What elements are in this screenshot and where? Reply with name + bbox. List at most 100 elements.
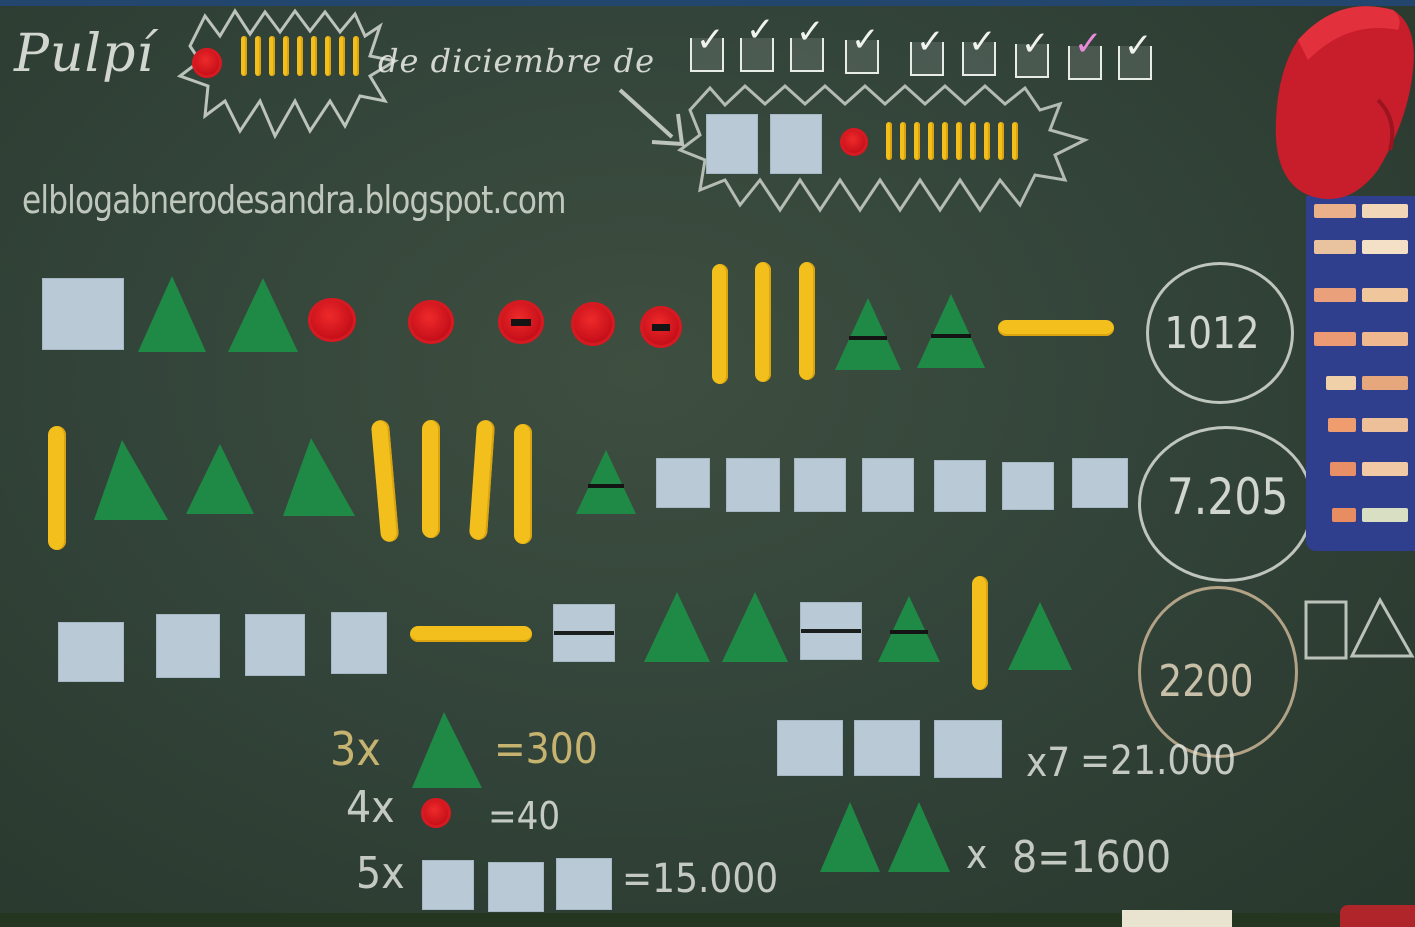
red-object bbox=[1340, 905, 1415, 927]
day-stick bbox=[297, 36, 303, 76]
checkmark-icon: ✓ bbox=[1021, 24, 1050, 64]
pocket-card bbox=[1362, 462, 1408, 476]
pocket-chart bbox=[1306, 196, 1415, 551]
thousand-square bbox=[1002, 462, 1054, 510]
pocket-card bbox=[1314, 332, 1356, 346]
hundred-triangle bbox=[94, 440, 168, 520]
unit-stick bbox=[972, 576, 988, 690]
hundred-triangle-minus bbox=[917, 294, 985, 368]
unit-stick bbox=[468, 419, 496, 541]
year-stick bbox=[956, 122, 962, 160]
unit-stick bbox=[370, 419, 400, 543]
eq4-square bbox=[777, 720, 843, 776]
unit-stick bbox=[799, 262, 815, 380]
unit-stick-minus bbox=[998, 320, 1114, 336]
checkmark-icon: ✓ bbox=[696, 20, 725, 60]
thousand-square bbox=[934, 460, 986, 512]
thousand-square-minus bbox=[800, 602, 862, 660]
day-stick bbox=[255, 36, 261, 76]
eq1-triangle bbox=[412, 712, 482, 788]
eq5-result: 8=1600 bbox=[1012, 832, 1172, 883]
pocket-card bbox=[1362, 418, 1408, 432]
pocket-card bbox=[1330, 462, 1356, 476]
hundred-triangle bbox=[138, 276, 206, 352]
thousand-square bbox=[726, 458, 780, 512]
year-stick bbox=[970, 122, 976, 160]
answer-3: 2200 bbox=[1158, 656, 1254, 707]
unit-stick bbox=[712, 264, 728, 384]
hundred-triangle bbox=[228, 278, 298, 352]
checkmark-icon: ✓ bbox=[796, 12, 825, 52]
unit-stick bbox=[48, 426, 66, 550]
date-text: de diciembre de bbox=[378, 42, 656, 80]
year-stick bbox=[900, 122, 906, 160]
pocket-card bbox=[1332, 508, 1356, 522]
pocket-card bbox=[1314, 288, 1356, 302]
day-stick bbox=[325, 36, 331, 76]
eq2-multiplier: 4x bbox=[346, 782, 395, 833]
unit-stick bbox=[755, 262, 771, 382]
year-stick bbox=[998, 122, 1004, 160]
thousand-square bbox=[331, 612, 387, 674]
thousand-square bbox=[794, 458, 846, 512]
checkmark-icon: ✓ bbox=[851, 20, 880, 60]
eq3-square bbox=[488, 862, 544, 912]
year-stick bbox=[984, 122, 990, 160]
chalk-box bbox=[1122, 910, 1232, 927]
thousand-square bbox=[245, 614, 305, 676]
hundred-triangle-minus bbox=[576, 450, 636, 514]
year-stick bbox=[1012, 122, 1018, 160]
answer-2: 7.205 bbox=[1166, 468, 1289, 526]
checkmark-icon: ✓ bbox=[1124, 26, 1153, 66]
thousand-square-minus bbox=[553, 604, 615, 662]
pocket-card bbox=[1362, 332, 1408, 346]
eq2-result: =40 bbox=[488, 794, 561, 838]
eq5-triangle bbox=[888, 802, 950, 872]
day-red-cap bbox=[192, 48, 222, 78]
day-stick bbox=[283, 36, 289, 76]
day-stick bbox=[339, 36, 345, 76]
pocket-card bbox=[1326, 376, 1356, 390]
pocket-card bbox=[1362, 508, 1408, 522]
eq3-result: =15.000 bbox=[622, 856, 779, 902]
day-stick bbox=[311, 36, 317, 76]
eq4-result: =21.000 bbox=[1080, 738, 1237, 784]
ten-red-cap bbox=[308, 298, 356, 342]
eq5-multiplier: x bbox=[966, 832, 988, 878]
day-stick bbox=[269, 36, 275, 76]
glass-icon bbox=[690, 38, 724, 72]
glass-icon bbox=[910, 42, 944, 76]
year-square bbox=[770, 114, 822, 174]
pocket-card bbox=[1328, 418, 1356, 432]
thousand-square bbox=[656, 458, 710, 508]
unit-stick bbox=[514, 424, 532, 544]
date-cloud-outline bbox=[176, 8, 400, 140]
blog-url-watermark: elblogabnerodesandra.blogspot.com bbox=[22, 178, 567, 222]
ten-red-cap bbox=[571, 302, 615, 346]
glass-icon bbox=[845, 40, 879, 74]
day-stick bbox=[353, 36, 359, 76]
place-name: Pulpí bbox=[14, 24, 155, 84]
checkmark-icon: ✓ bbox=[746, 10, 775, 50]
eq4-square bbox=[854, 720, 920, 776]
pocket-card bbox=[1362, 376, 1408, 390]
day-stick bbox=[241, 36, 247, 76]
glass-icon bbox=[790, 38, 824, 72]
eq4-square bbox=[934, 720, 1002, 778]
year-arrow bbox=[618, 88, 685, 147]
checkmark-icon: ✓ bbox=[1074, 24, 1103, 64]
year-red-cap bbox=[840, 128, 868, 156]
unit-stick bbox=[410, 626, 532, 642]
thousand-square bbox=[156, 614, 220, 678]
ten-red-cap bbox=[408, 300, 454, 344]
eq2-red-cap bbox=[421, 798, 451, 828]
hundred-triangle-minus bbox=[835, 298, 901, 370]
checkmark-icon: ✓ bbox=[916, 22, 945, 62]
hundred-triangle bbox=[1008, 602, 1072, 670]
answer-circle bbox=[1138, 586, 1298, 758]
answer-circle bbox=[1146, 262, 1294, 404]
year-cloud-outline bbox=[676, 83, 1090, 213]
eq5-triangle bbox=[820, 802, 880, 872]
hundred-triangle bbox=[283, 438, 355, 516]
year-square bbox=[706, 114, 758, 174]
